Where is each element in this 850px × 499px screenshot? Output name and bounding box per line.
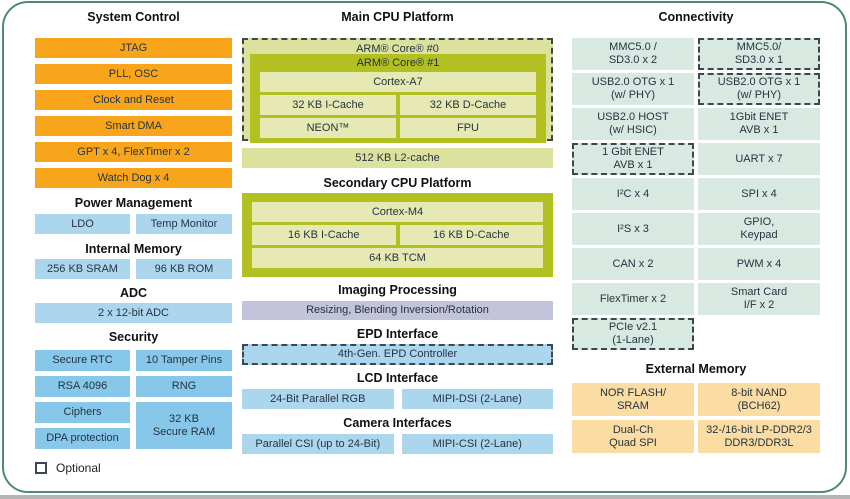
- block-mipi-csi: MIPI-CSI (2-Lane): [401, 434, 553, 454]
- block-nand: 8-bit NAND (BCH62): [698, 383, 820, 416]
- system-control-blocks: JTAG PLL, OSC Clock and Reset Smart DMA …: [35, 38, 232, 188]
- connectivity-blocks: MMC5.0 / SD3.0 x 2 MMC5.0/ SD3.0 x 1 USB…: [572, 38, 820, 350]
- arm-core0-label: ARM® Core® #0: [356, 42, 439, 55]
- block-mmc-sd-x1: MMC5.0/ SD3.0 x 1: [698, 38, 820, 70]
- main-cpu-title: Main CPU Platform: [341, 10, 454, 24]
- block-jtag: JTAG: [35, 38, 232, 58]
- block-gpio-keypad: GPIO, Keypad: [698, 213, 820, 245]
- epd-title: EPD Interface: [356, 327, 439, 341]
- block-l2-cache: 512 KB L2-cache: [242, 148, 553, 168]
- block-a7-dcache: 32 KB D-Cache: [400, 95, 536, 115]
- block-smart-dma: Smart DMA: [35, 116, 232, 136]
- block-nor-flash: NOR FLASH/ SRAM: [572, 383, 694, 416]
- system-control-title: System Control: [87, 10, 180, 24]
- internal-memory-title: Internal Memory: [85, 242, 182, 256]
- external-memory-blocks: NOR FLASH/ SRAM 8-bit NAND (BCH62) Dual-…: [572, 383, 820, 453]
- block-m4-icache: 16 KB I-Cache: [252, 225, 396, 245]
- block-smart-card: Smart Card I/F x 2: [698, 283, 820, 315]
- block-sram: 256 KB SRAM: [35, 259, 130, 279]
- imaging-title: Imaging Processing: [338, 283, 457, 297]
- block-parallel-rgb: 24-Bit Parallel RGB: [242, 389, 394, 409]
- block-ciphers: Ciphers: [35, 402, 130, 423]
- block-spi: SPI x 4: [698, 178, 820, 210]
- block-clock-reset: Clock and Reset: [35, 90, 232, 110]
- security-title: Security: [108, 330, 159, 344]
- block-mmc-sd-x2: MMC5.0 / SD3.0 x 2: [572, 38, 694, 70]
- power-management-blocks: LDO Temp Monitor: [35, 214, 232, 234]
- block-tamper-pins: 10 Tamper Pins: [136, 350, 232, 371]
- block-uart: UART x 7: [698, 143, 820, 175]
- security-blocks: Secure RTC 10 Tamper Pins RSA 4096 RNG C…: [35, 350, 232, 449]
- block-quad-spi: Dual-Ch Quad SPI: [572, 420, 694, 453]
- legend: Optional: [35, 461, 232, 475]
- block-neon: NEON™: [260, 118, 396, 138]
- middle-column: Main CPU Platform ARM® Core® #0 ARM® Cor…: [242, 0, 553, 499]
- block-rom: 96 KB ROM: [136, 259, 232, 279]
- block-imaging: Resizing, Blending Inversion/Rotation: [242, 301, 553, 320]
- block-secure-ram: 32 KB Secure RAM: [136, 402, 232, 449]
- block-parallel-csi: Parallel CSI (up to 24-Bit): [242, 434, 394, 454]
- block-pll-osc: PLL, OSC: [35, 64, 232, 84]
- block-a7-icache: 32 KB I-Cache: [260, 95, 396, 115]
- block-rng: RNG: [136, 376, 232, 397]
- block-mipi-dsi: MIPI-DSI (2-Lane): [401, 389, 553, 409]
- block-usb-otg: USB2.0 OTG x 1 (w/ PHY): [572, 73, 694, 105]
- block-flextimer: FlexTimer x 2: [572, 283, 694, 315]
- block-i2c: I²C x 4: [572, 178, 694, 210]
- block-enet-avb: 1Gbit ENET AVB x 1: [698, 108, 820, 140]
- block-ddr: 32-/16-bit LP-DDR2/3 DDR3/DDR3L: [698, 420, 820, 453]
- block-tcm: 64 KB TCM: [252, 248, 543, 268]
- block-watchdog: Watch Dog x 4: [35, 168, 232, 188]
- adc-blocks: 2 x 12-bit ADC: [35, 303, 232, 323]
- block-rsa: RSA 4096: [35, 376, 130, 397]
- block-usb-host: USB2.0 HOST (w/ HSIC): [572, 108, 694, 140]
- block-adc: 2 x 12-bit ADC: [35, 303, 232, 323]
- block-pwm: PWM x 4: [698, 248, 820, 280]
- lcd-row: 24-Bit Parallel RGB MIPI-DSI (2-Lane): [242, 389, 553, 409]
- camera-title: Camera Interfaces: [343, 416, 452, 430]
- block-pcie: PCIe v2.1 (1-Lane): [572, 318, 694, 350]
- legend-label: Optional: [56, 461, 101, 475]
- lcd-title: LCD Interface: [356, 371, 439, 385]
- arm-core1-label: ARM® Core® #1: [356, 57, 440, 69]
- right-column: Connectivity MMC5.0 / SD3.0 x 2 MMC5.0/ …: [572, 0, 820, 499]
- block-cortex-a7: Cortex-A7: [260, 72, 536, 92]
- secondary-cpu-title: Secondary CPU Platform: [323, 176, 472, 190]
- block-can: CAN x 2: [572, 248, 694, 280]
- block-dpa-protection: DPA protection: [35, 428, 130, 449]
- optional-dashed-box-icon: [35, 462, 47, 474]
- block-ldo: LDO: [35, 214, 130, 234]
- connectivity-title: Connectivity: [658, 10, 734, 24]
- block-cortex-m4: Cortex-M4: [252, 202, 543, 222]
- block-m4-dcache: 16 KB D-Cache: [399, 225, 543, 245]
- external-memory-title: External Memory: [645, 362, 747, 376]
- block-i2s: I²S x 3: [572, 213, 694, 245]
- block-secure-rtc: Secure RTC: [35, 350, 130, 371]
- cortex-m4-block: Cortex-M4 16 KB I-Cache 16 KB D-Cache 64…: [242, 193, 553, 277]
- m4-cache-row: 16 KB I-Cache 16 KB D-Cache: [252, 225, 543, 245]
- block-usb-otg-optional: USB2.0 OTG x 1 (w/ PHY): [698, 73, 820, 105]
- block-enet-avb-optional: 1 Gbit ENET AVB x 1: [572, 143, 694, 175]
- power-management-title: Power Management: [74, 196, 193, 210]
- a7-simd-row: NEON™ FPU: [260, 118, 536, 138]
- a7-cache-row: 32 KB I-Cache 32 KB D-Cache: [260, 95, 536, 115]
- adc-title: ADC: [119, 286, 148, 300]
- bottom-edge-strip: [0, 495, 850, 499]
- arm-core1-block: ARM® Core® #1 Cortex-A7 32 KB I-Cache 32…: [250, 54, 546, 143]
- camera-row: Parallel CSI (up to 24-Bit) MIPI-CSI (2-…: [242, 434, 553, 454]
- block-fpu: FPU: [400, 118, 536, 138]
- left-column: System Control JTAG PLL, OSC Clock and R…: [35, 0, 232, 499]
- internal-memory-blocks: 256 KB SRAM 96 KB ROM: [35, 259, 232, 279]
- block-epd-controller: 4th-Gen. EPD Controller: [242, 344, 553, 365]
- block-temp-monitor: Temp Monitor: [136, 214, 232, 234]
- block-gpt-flextimer: GPT x 4, FlexTimer x 2: [35, 142, 232, 162]
